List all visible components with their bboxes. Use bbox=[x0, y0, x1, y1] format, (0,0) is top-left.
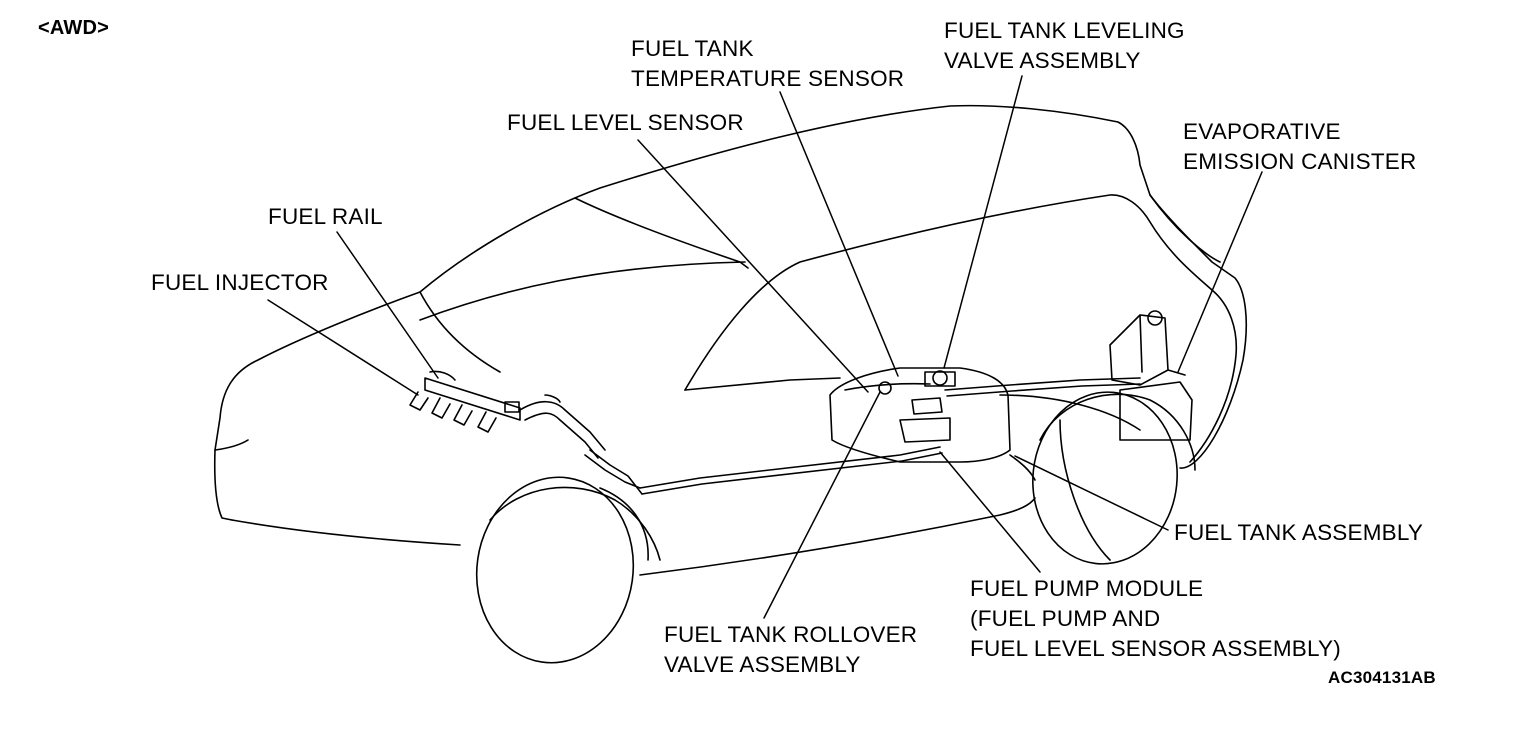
leader-fuel-tank-temperature-sensor bbox=[779, 91, 899, 377]
label-fuel-injector: FUEL INJECTOR bbox=[151, 268, 329, 298]
car-body-outline bbox=[213, 104, 1248, 576]
label-fuel-tank-temperature-sensor: FUEL TANK TEMPERATURE SENSOR bbox=[631, 34, 904, 94]
leader-fuel-injector bbox=[267, 299, 419, 396]
label-line: TEMPERATURE SENSOR bbox=[631, 66, 905, 91]
fuel-rail-injectors bbox=[409, 370, 521, 433]
label-line: VALVE ASSEMBLY bbox=[664, 652, 861, 677]
label-fuel-rail: FUEL RAIL bbox=[268, 202, 383, 232]
front-wheel bbox=[475, 476, 661, 664]
leader-fuel-tank-leveling-valve bbox=[943, 75, 1023, 369]
label-line: VALVE ASSEMBLY bbox=[944, 48, 1141, 73]
label-fuel-tank-leveling-valve-assembly: FUEL TANK LEVELING VALVE ASSEMBLY bbox=[944, 16, 1185, 76]
label-line: FUEL TANK bbox=[631, 36, 754, 61]
label-line: FUEL INJECTOR bbox=[151, 270, 329, 295]
label-fuel-pump-module: FUEL PUMP MODULE (FUEL PUMP AND FUEL LEV… bbox=[970, 574, 1341, 664]
label-line: FUEL TANK ASSEMBLY bbox=[1174, 520, 1424, 545]
label-line: (FUEL PUMP AND bbox=[970, 606, 1161, 631]
label-line: EMISSION CANISTER bbox=[1183, 149, 1417, 174]
label-line: FUEL LEVEL SENSOR ASSEMBLY) bbox=[970, 636, 1341, 661]
leader-fuel-tank-assembly bbox=[1014, 455, 1169, 531]
figure-reference-code: AC304131AB bbox=[1328, 668, 1436, 687]
label-evaporative-emission-canister: EVAPORATIVE EMISSION CANISTER bbox=[1183, 117, 1416, 177]
evap-canister bbox=[1109, 310, 1193, 441]
leader-fuel-rail bbox=[336, 231, 439, 379]
leader-fuel-level-sensor bbox=[637, 139, 869, 393]
fuel-tank bbox=[829, 367, 1011, 463]
leader-lines bbox=[267, 75, 1263, 619]
leader-evaporative-emission-canister bbox=[1177, 171, 1263, 373]
leader-fuel-pump-module bbox=[939, 451, 1041, 573]
label-fuel-tank-rollover-valve-assembly: FUEL TANK ROLLOVER VALVE ASSEMBLY bbox=[664, 620, 917, 680]
label-line: FUEL LEVEL SENSOR bbox=[507, 110, 744, 135]
label-line: FUEL PUMP MODULE bbox=[970, 576, 1204, 601]
label-line: FUEL TANK LEVELING bbox=[944, 18, 1185, 43]
label-line: FUEL TANK ROLLOVER bbox=[664, 622, 918, 647]
label-line: EVAPORATIVE bbox=[1183, 119, 1341, 144]
leader-fuel-tank-rollover-valve bbox=[763, 391, 881, 619]
label-fuel-level-sensor: FUEL LEVEL SENSOR bbox=[507, 108, 744, 138]
label-fuel-tank-assembly: FUEL TANK ASSEMBLY bbox=[1174, 518, 1423, 548]
label-line: FUEL RAIL bbox=[268, 204, 383, 229]
rear-wheel bbox=[1032, 391, 1196, 565]
variant-tag: <AWD> bbox=[38, 17, 110, 39]
fuel-lines bbox=[519, 377, 1141, 495]
